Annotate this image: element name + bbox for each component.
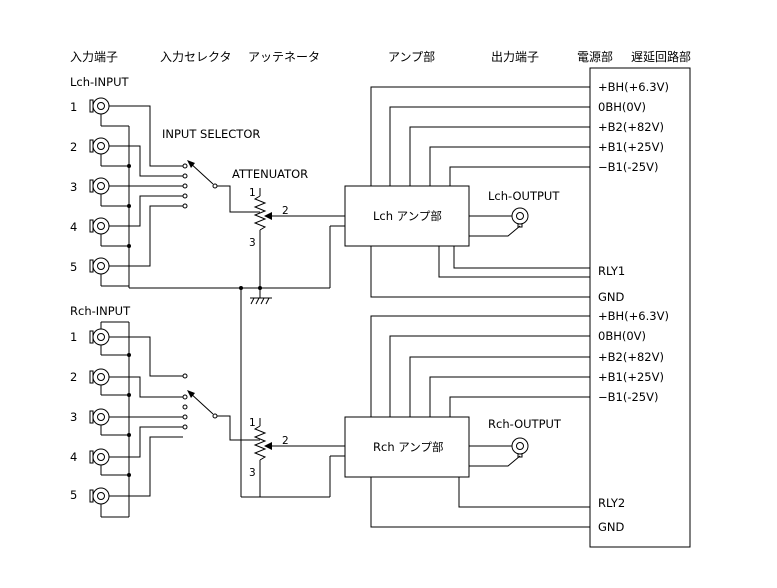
rca-jack-icon bbox=[89, 487, 110, 505]
lch-input-signal-wiring bbox=[109, 105, 183, 267]
header-amp-section: アンプ部 bbox=[388, 49, 435, 64]
lch-selector-label: INPUT SELECTOR bbox=[162, 127, 260, 141]
gnd-label: GND bbox=[598, 520, 625, 534]
lch-input-number: 5 bbox=[70, 260, 77, 274]
header-input-terminal: 入力端子 bbox=[70, 50, 118, 64]
rch-input-number: 5 bbox=[70, 488, 77, 502]
power-delay-box bbox=[589, 67, 691, 548]
rch-channel: Rch-INPUT 1 2 3 4 5 bbox=[70, 304, 669, 534]
power-rail-label: −B1(-25V) bbox=[598, 160, 658, 174]
lch-amp-label: Lch アンプ部 bbox=[373, 209, 442, 223]
power-rail-label: +B2(+82V) bbox=[598, 350, 664, 364]
pot-pin-label: 1 bbox=[249, 187, 256, 199]
power-rail-label: +B2(+82V) bbox=[598, 120, 664, 134]
lch-input-number: 4 bbox=[70, 220, 77, 234]
lch-power-wiring bbox=[370, 86, 590, 298]
chassis-ground-icon bbox=[250, 297, 272, 305]
rch-attenuator-potentiometer[interactable]: 1 2 3 bbox=[249, 417, 345, 497]
rch-input-number: 4 bbox=[70, 450, 77, 464]
lch-power-labels: +BH(+6.3V) 0BH(0V) +B2(+82V) +B1(+25V) −… bbox=[598, 80, 669, 304]
rch-power-wiring bbox=[370, 315, 590, 528]
lch-channel: Lch-INPUT 1 2 3 4 5 bbox=[70, 75, 669, 304]
lch-input-selector-switch[interactable] bbox=[182, 160, 260, 213]
header-output-terminal: 出力端子 bbox=[491, 50, 539, 64]
rca-output-jack-icon bbox=[511, 437, 529, 458]
lch-output-label: Lch-OUTPUT bbox=[488, 189, 560, 203]
power-rail-label: +B1(+25V) bbox=[598, 370, 664, 384]
rch-input-number: 2 bbox=[70, 370, 77, 384]
rch-input-label: Rch-INPUT bbox=[70, 304, 131, 318]
header-input-selector: 入力セレクタ bbox=[160, 50, 232, 64]
power-rail-label: +BH(+6.3V) bbox=[598, 309, 669, 323]
rca-jack-icon bbox=[89, 97, 110, 115]
rch-power-labels: +BH(+6.3V) 0BH(0V) +B2(+82V) +B1(+25V) −… bbox=[598, 309, 669, 534]
rch-input-number: 3 bbox=[70, 410, 77, 424]
column-headers: 入力端子 入力セレクタ アッテネータ アンプ部 出力端子 電源部 遅延回路部 bbox=[70, 49, 691, 64]
rch-amp-box bbox=[344, 416, 470, 478]
power-rail-label: +BH(+6.3V) bbox=[598, 80, 669, 94]
lch-input-label: Lch-INPUT bbox=[70, 75, 130, 89]
lch-attenuator-label: ATTENUATOR bbox=[232, 167, 308, 181]
relay-label: RLY2 bbox=[598, 496, 625, 510]
header-attenuator: アッテネータ bbox=[248, 50, 320, 64]
rch-amp-label: Rch アンプ部 bbox=[373, 440, 443, 454]
lch-input-jacks bbox=[89, 97, 110, 275]
pot-pin-label: 3 bbox=[249, 467, 256, 479]
power-rail-label: 0BH(0V) bbox=[598, 100, 646, 114]
selector-arrow-icon bbox=[187, 390, 195, 398]
rch-output-label: Rch-OUTPUT bbox=[488, 417, 562, 431]
header-delay-circuit: 遅延回路部 bbox=[631, 49, 691, 64]
rca-jack-icon bbox=[89, 177, 110, 195]
power-rail-label: −B1(-25V) bbox=[598, 390, 658, 404]
lch-input-number: 1 bbox=[70, 100, 77, 114]
ground-bus bbox=[129, 286, 330, 498]
rca-jack-icon bbox=[89, 448, 110, 466]
rch-input-number: 1 bbox=[70, 330, 77, 344]
rca-jack-icon bbox=[89, 137, 110, 155]
wiper-arrow-icon bbox=[264, 442, 272, 450]
lch-amp-box bbox=[344, 185, 470, 247]
rch-input-selector-switch[interactable] bbox=[182, 373, 260, 441]
gnd-label: GND bbox=[598, 290, 625, 304]
power-rail-label: 0BH(0V) bbox=[598, 329, 646, 343]
rca-jack-icon bbox=[89, 408, 110, 426]
rca-jack-icon bbox=[89, 217, 110, 235]
pot-pin-label: 2 bbox=[282, 205, 289, 217]
rca-output-jack-icon bbox=[511, 207, 529, 228]
rca-jack-icon bbox=[89, 368, 110, 386]
lch-input-number: 3 bbox=[70, 180, 77, 194]
pot-pin-label: 3 bbox=[249, 237, 256, 249]
header-power-supply: 電源部 bbox=[577, 49, 613, 64]
lch-input-shield-wiring bbox=[100, 114, 131, 288]
relay-label: RLY1 bbox=[598, 264, 625, 278]
rca-jack-icon bbox=[89, 257, 110, 275]
selector-arrow-icon bbox=[187, 160, 195, 168]
pot-pin-label: 1 bbox=[249, 417, 256, 429]
rca-jack-icon bbox=[89, 328, 110, 346]
pot-pin-label: 2 bbox=[282, 435, 289, 447]
wiper-arrow-icon bbox=[264, 212, 272, 220]
lch-input-number: 2 bbox=[70, 140, 77, 154]
rch-input-shield-wiring bbox=[100, 321, 131, 518]
lch-attenuator-potentiometer[interactable]: 1 2 3 bbox=[249, 187, 345, 288]
rch-input-signal-wiring bbox=[109, 336, 183, 497]
power-rail-label: +B1(+25V) bbox=[598, 140, 664, 154]
